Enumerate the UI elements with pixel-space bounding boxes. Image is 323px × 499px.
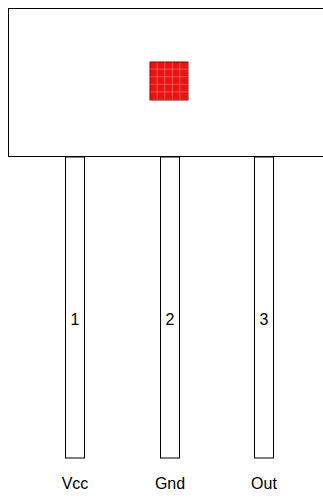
pin-number: 1 (71, 311, 80, 329)
pin-number: 3 (260, 311, 269, 329)
pin (255, 157, 274, 458)
pin-number: 2 (166, 311, 175, 329)
pin-name: Gnd (155, 475, 185, 493)
window-grid (150, 62, 188, 100)
pin-name: Vcc (62, 475, 89, 493)
sensor-window (150, 62, 188, 100)
pin-name: Out (251, 475, 277, 493)
pin (66, 157, 85, 458)
sensor-body (9, 9, 323, 157)
pin (161, 157, 180, 458)
